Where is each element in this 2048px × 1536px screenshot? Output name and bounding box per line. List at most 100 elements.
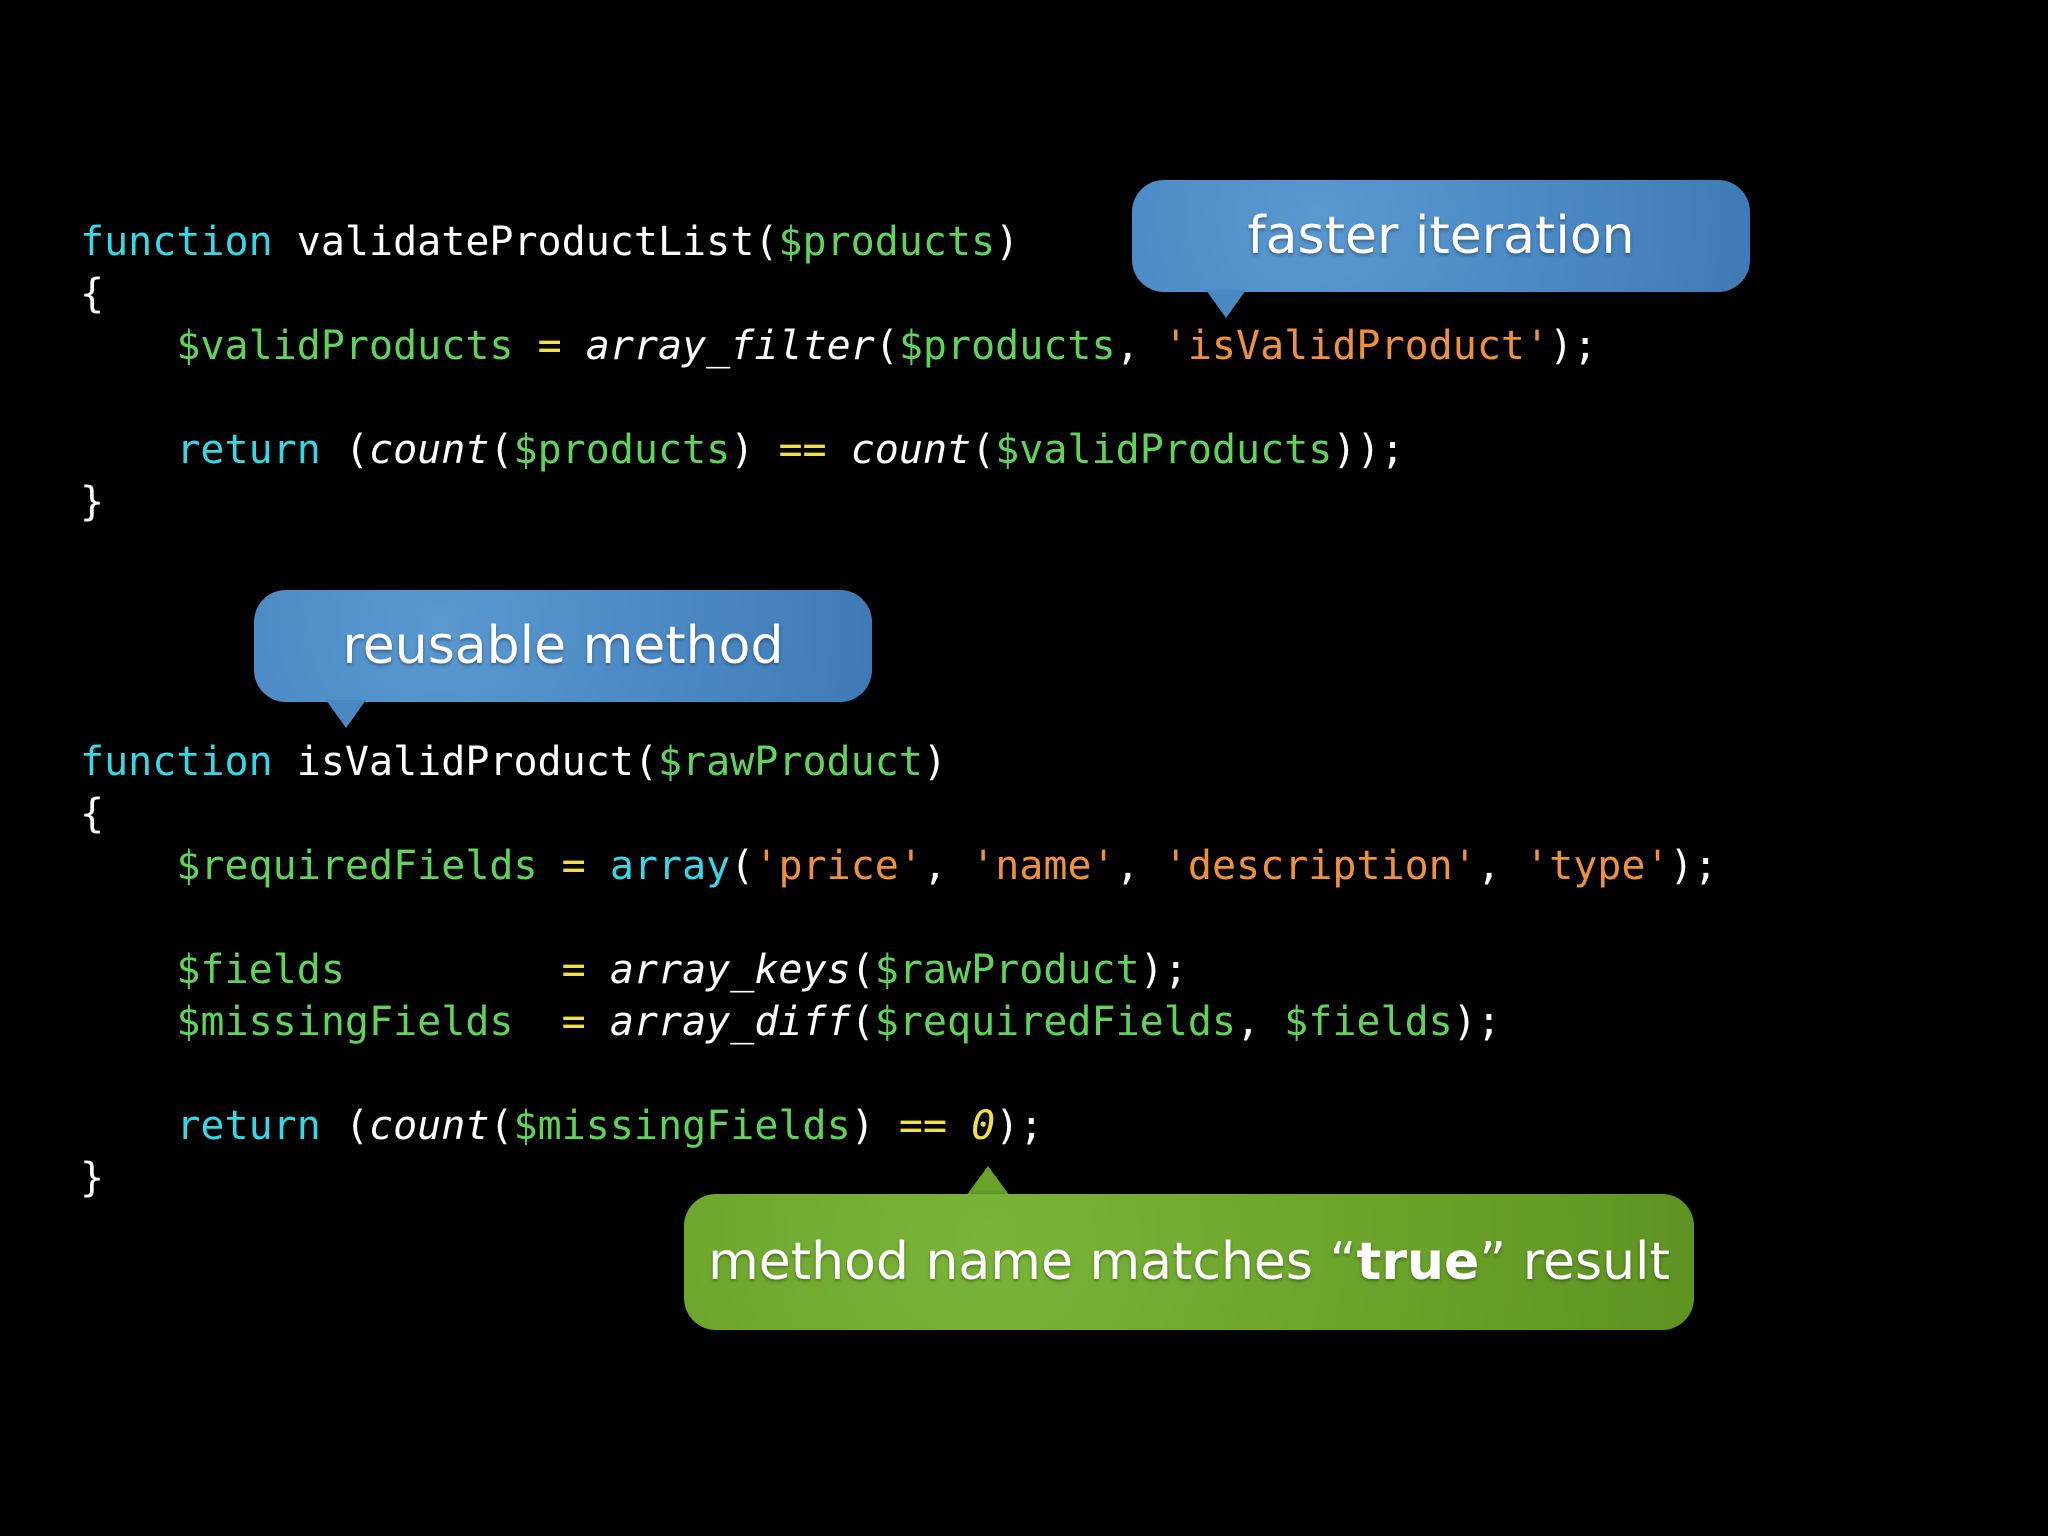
code-token-var: $validProducts <box>995 427 1333 473</box>
code-token-num: 0 <box>971 1103 996 1149</box>
code-token-plain: { <box>80 791 105 837</box>
callout-reusable-method: reusable method <box>254 590 872 702</box>
code-token-plain: ( <box>320 1103 369 1149</box>
code-token-plain: , <box>922 843 972 889</box>
code-token-fn: array_filter <box>585 323 875 369</box>
code-token-var: $validProducts <box>80 323 514 369</box>
code-token-plain: ); <box>1452 999 1501 1045</box>
code-token-plain: ); <box>995 1103 1044 1149</box>
code-token-plain: ( <box>730 843 755 889</box>
code-token-plain: , <box>1115 843 1164 889</box>
code-token-plain: ) <box>922 739 947 785</box>
code-line: $fields = array_keys($rawProduct); <box>80 944 1188 996</box>
code-token-fn: count <box>369 1103 490 1149</box>
code-line: { <box>80 788 104 840</box>
code-token-var: $fields <box>80 947 345 993</box>
code-line: return (count($products) == count($valid… <box>80 424 1405 476</box>
code-token-plain <box>513 323 537 369</box>
code-token-kw: array <box>609 843 731 889</box>
code-token-var: $products <box>513 427 731 473</box>
code-token-plain: validateProductList( <box>272 219 779 265</box>
code-token-plain: isValidProduct( <box>272 739 658 785</box>
code-token-plain: ) <box>995 219 1020 265</box>
code-line: } <box>80 1152 104 1204</box>
code-token-plain: , <box>1115 323 1164 369</box>
code-token-plain: ); <box>1669 843 1718 889</box>
code-token-plain: , <box>1476 843 1526 889</box>
code-token-var: $requiredFields <box>80 843 538 889</box>
callout-true-result-bold: true <box>1356 1232 1480 1292</box>
code-token-plain <box>586 999 610 1045</box>
code-token-str: 'isValidProduct' <box>1163 323 1550 369</box>
code-token-var: $products <box>778 219 996 265</box>
code-token-kw: return <box>80 427 321 473</box>
code-token-plain <box>538 843 562 889</box>
code-token-plain: ); <box>1139 947 1188 993</box>
code-token-plain <box>827 427 851 473</box>
code-token-plain <box>562 323 586 369</box>
callout-faster-iteration: faster iteration <box>1132 180 1750 292</box>
code-token-plain: ( <box>850 947 875 993</box>
code-token-kw: function <box>80 739 273 785</box>
code-token-var: $missingFields <box>80 999 514 1045</box>
callout-faster-iteration-tail <box>1206 290 1246 318</box>
callout-true-result-prefix: method name matches “ <box>708 1232 1357 1292</box>
code-line: function isValidProduct($rawProduct) <box>80 736 947 788</box>
code-line: return (count($missingFields) == 0); <box>80 1100 1043 1152</box>
code-line: $requiredFields = array('price', 'name',… <box>80 840 1718 892</box>
code-token-op: = <box>537 323 562 369</box>
code-line: $missingFields = array_diff($requiredFie… <box>80 996 1501 1048</box>
code-token-plain: ( <box>850 999 875 1045</box>
callout-reusable-method-tail <box>326 700 366 728</box>
code-token-plain <box>345 947 562 993</box>
code-token-fn: array_keys <box>609 947 851 993</box>
code-token-plain <box>586 947 610 993</box>
code-line: { <box>80 268 104 320</box>
code-token-kw: function <box>80 219 273 265</box>
callout-true-result: method name matches “true” result <box>684 1194 1694 1330</box>
code-token-plain: ) <box>730 427 779 473</box>
code-line: $validProducts = array_filter($products,… <box>80 320 1597 372</box>
code-token-kw: return <box>80 1103 321 1149</box>
code-token-str: 'price' <box>754 843 923 889</box>
callout-true-result-suffix: ” result <box>1479 1232 1670 1292</box>
code-token-plain: , <box>1236 999 1285 1045</box>
code-token-op: = <box>561 999 586 1045</box>
code-line: function validateProductList($products) <box>80 216 1019 268</box>
code-token-plain: ( <box>489 427 514 473</box>
code-token-plain: ); <box>1549 323 1598 369</box>
code-token-op: == <box>778 427 827 473</box>
code-token-op: = <box>561 843 586 889</box>
code-token-plain: { <box>80 271 105 317</box>
code-token-plain <box>586 843 610 889</box>
code-token-plain: ( <box>971 427 996 473</box>
callout-faster-iteration-text: faster iteration <box>1247 206 1635 266</box>
code-token-var: $requiredFields <box>874 999 1236 1045</box>
code-token-plain <box>513 999 561 1045</box>
code-token-fn: array_diff <box>609 999 851 1045</box>
code-token-str: 'description' <box>1163 843 1477 889</box>
code-token-var: $missingFields <box>513 1103 851 1149</box>
code-token-plain: ( <box>874 323 899 369</box>
code-token-str: 'name' <box>971 843 1116 889</box>
code-token-var: $rawProduct <box>874 947 1140 993</box>
code-token-plain: } <box>80 479 105 525</box>
code-token-plain: } <box>80 1155 105 1201</box>
code-token-var: $rawProduct <box>657 739 923 785</box>
callout-true-result-text: method name matches “true” result <box>708 1232 1670 1292</box>
code-token-plain: )); <box>1332 427 1405 473</box>
code-token-str: 'type' <box>1525 843 1670 889</box>
code-token-plain: ( <box>320 427 369 473</box>
code-token-plain <box>947 1103 971 1149</box>
code-token-var: $products <box>898 323 1116 369</box>
code-token-var: $fields <box>1284 999 1453 1045</box>
code-token-op: = <box>561 947 586 993</box>
code-token-fn: count <box>369 427 490 473</box>
code-token-plain: ) <box>850 1103 899 1149</box>
callout-true-result-tail <box>966 1166 1010 1196</box>
code-token-fn: count <box>850 427 972 473</box>
code-token-plain: ( <box>489 1103 514 1149</box>
code-line: } <box>80 476 104 528</box>
callout-reusable-method-text: reusable method <box>342 616 784 676</box>
